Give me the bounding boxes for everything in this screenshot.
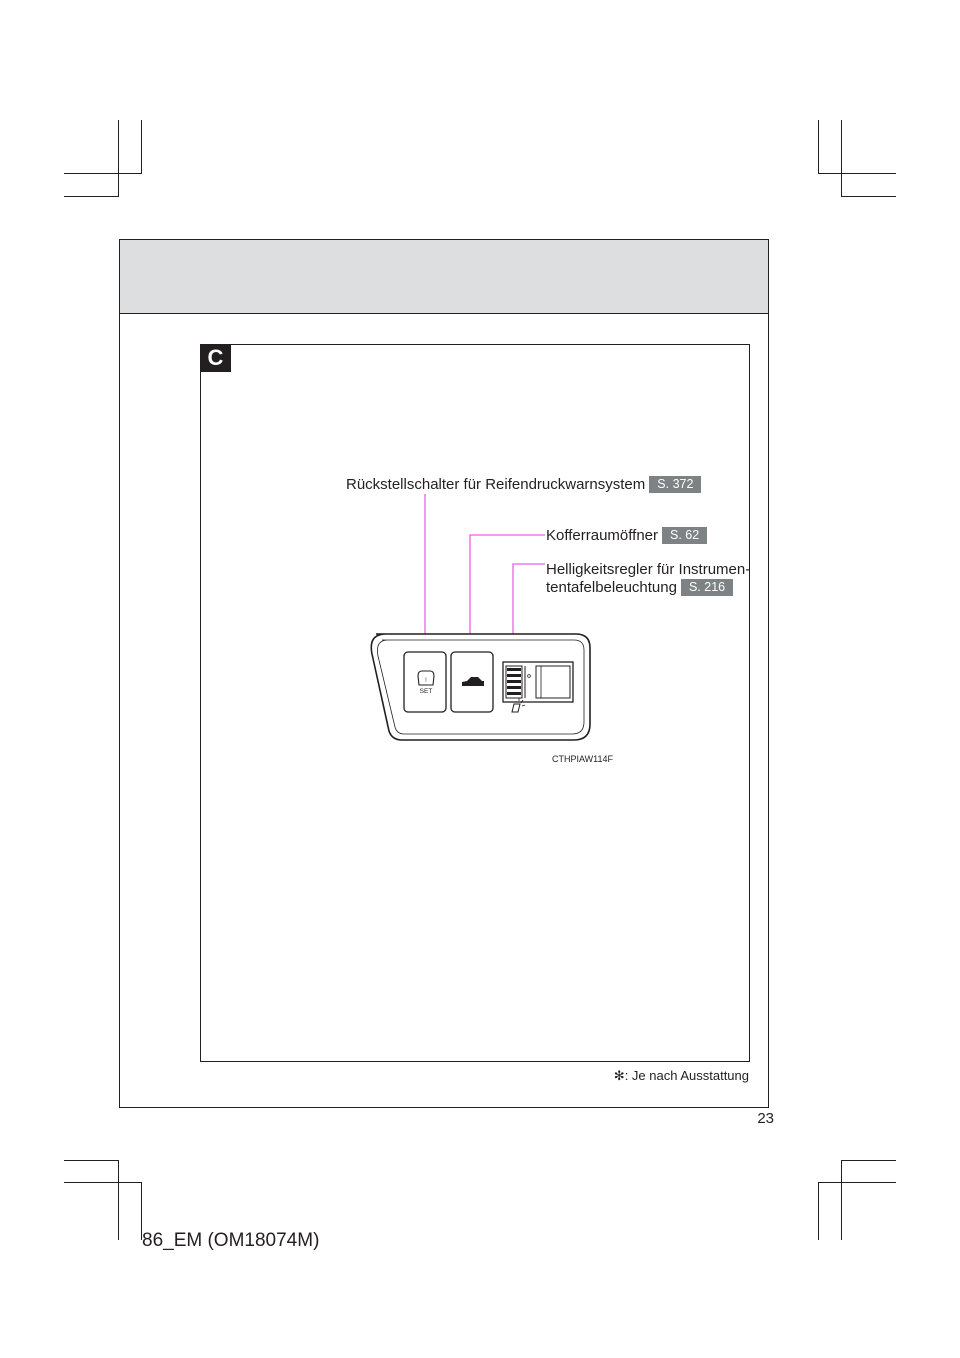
callout-text: tentafelbeleuchtung (546, 579, 677, 596)
page-frame (119, 239, 769, 1108)
callout-text: Helligkeitsregler für Instrumen- (546, 561, 751, 578)
section-letter-badge: C (200, 344, 231, 372)
car-trunk-icon (462, 677, 484, 686)
leader-line-trunk (469, 534, 545, 652)
footnote: ✻: Je nach Ausstattung (614, 1068, 749, 1084)
callout-brightness-control-line1: Helligkeitsregler für Instrumen- (546, 561, 750, 579)
header-band (120, 240, 768, 314)
footnote-text: : Je nach Ausstattung (624, 1068, 749, 1083)
figure-id: CTHPIAW114F (552, 754, 614, 764)
page-number: 23 (757, 1110, 774, 1127)
page-ref-badge[interactable]: S. 216 (680, 579, 734, 596)
callout-text: Kofferraumöffner (546, 527, 659, 544)
leader-lines (424, 494, 545, 666)
figure-box (200, 344, 750, 1062)
tpms-set-button (403, 651, 447, 713)
set-label: SET (420, 688, 433, 695)
leader-line-brightness (512, 563, 545, 666)
footnote-symbol: ✻ (613, 1068, 625, 1083)
callout-text: Rückstellschalter für Reifendruckwarnsys… (346, 476, 646, 493)
svg-text:!: ! (425, 678, 427, 684)
brightness-icon (511, 703, 521, 713)
page-ref-badge[interactable]: S. 372 (649, 476, 702, 493)
page-ref-badge[interactable]: S. 62 (662, 527, 708, 544)
document-code: 86_EM (OM18074M) (142, 1230, 320, 1251)
callout-tpms-reset: Rückstellschalter für Reifendruckwarnsys… (346, 476, 702, 494)
